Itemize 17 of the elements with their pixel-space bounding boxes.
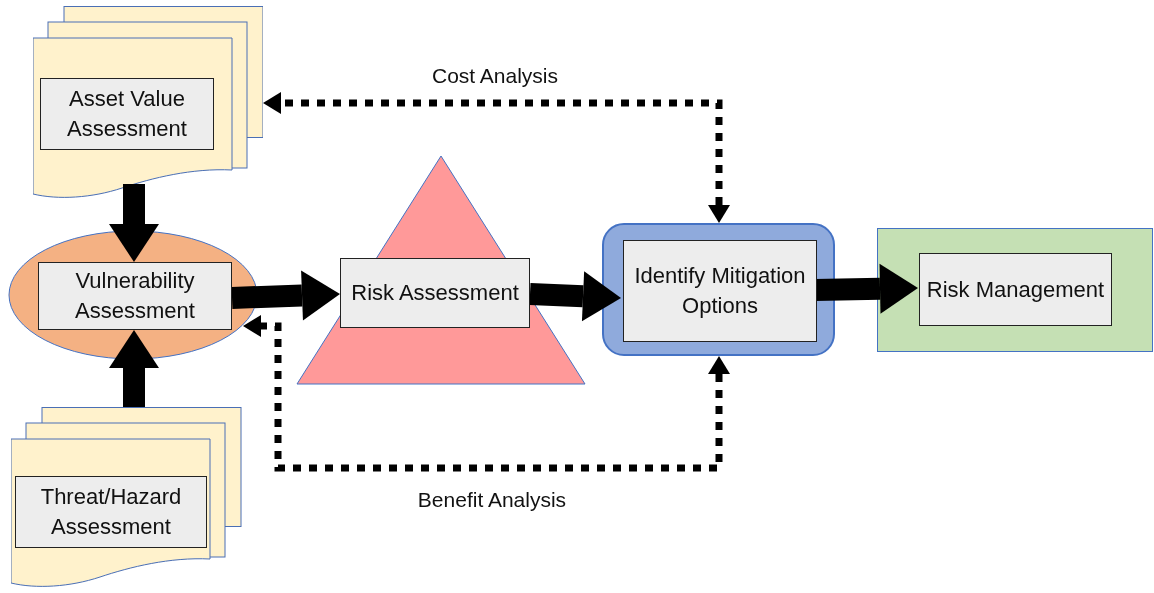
text-panel: Threat/Hazard Assessment	[15, 476, 207, 548]
panel	[877, 228, 1153, 352]
text-panel: Vulnerability Assessment	[38, 262, 232, 330]
block-arrow	[109, 184, 159, 262]
text-panel: Risk Assessment	[340, 258, 530, 328]
triangle-shape	[296, 155, 586, 385]
block-arrow	[231, 270, 340, 321]
text-panel: Risk Management	[919, 253, 1112, 326]
block-arrow	[109, 330, 159, 407]
text-panel: Asset Value Assessment	[40, 78, 214, 150]
ellipse-shape	[8, 230, 258, 360]
text-panel: Identify Mitigation Options	[623, 240, 817, 342]
rounded-panel	[602, 223, 835, 356]
block-arrow	[529, 271, 621, 322]
dotted-arrow	[263, 92, 730, 223]
block-arrow	[814, 263, 918, 314]
dotted-arrow	[243, 315, 730, 472]
